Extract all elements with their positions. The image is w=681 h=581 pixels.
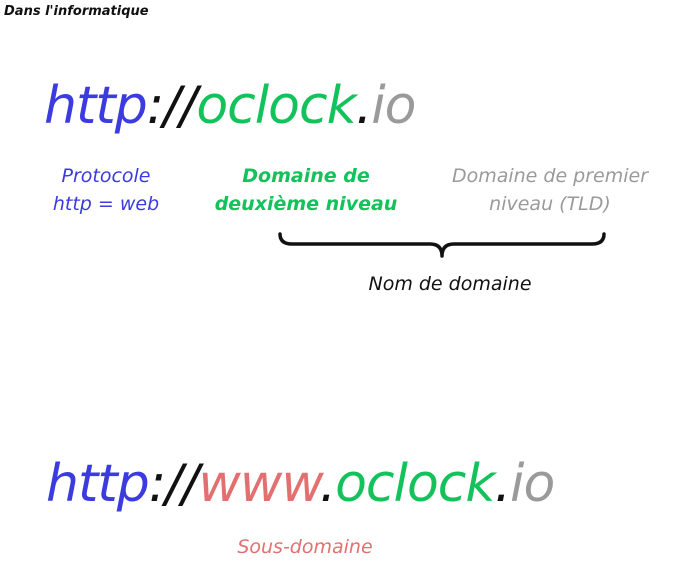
url2-dot-1: . [319, 454, 337, 514]
protocol-label-line2: http = web [52, 193, 160, 215]
url1-tld: io [371, 76, 416, 136]
tld-label-line1: Domaine de premier [451, 165, 649, 187]
url1-dot: . [355, 76, 373, 136]
url2-second-level: oclock [335, 454, 495, 514]
tld-label: Domaine de premier niveau (TLD) [420, 162, 680, 218]
page-heading: Dans l'informatique [4, 4, 149, 19]
url1-separator: :// [146, 76, 198, 136]
protocol-label-line1: Protocole [61, 165, 151, 187]
subdomain-label: Sous-domaine [237, 536, 373, 558]
url1-protocol: http [44, 76, 148, 136]
domain-brace [278, 232, 606, 258]
protocol-label: Protocole http = web [28, 162, 184, 218]
tld-label-line2: niveau (TLD) [489, 193, 611, 215]
second-level-label-line1: Domaine de [242, 165, 370, 187]
url-example-2: http://www.oclock.io [46, 458, 555, 510]
url-example-1: http://oclock.io [44, 80, 416, 132]
url2-dot-2: . [494, 454, 511, 514]
second-level-label: Domaine de deuxième niveau [200, 162, 412, 218]
domain-name-label: Nom de domaine [368, 273, 532, 295]
url2-separator: :// [148, 454, 200, 514]
url2-subdomain: www [198, 454, 320, 514]
url2-protocol: http [46, 454, 150, 514]
url1-second-level: oclock [196, 76, 356, 136]
url2-tld: io [510, 454, 555, 514]
second-level-label-line2: deuxième niveau [214, 193, 398, 215]
